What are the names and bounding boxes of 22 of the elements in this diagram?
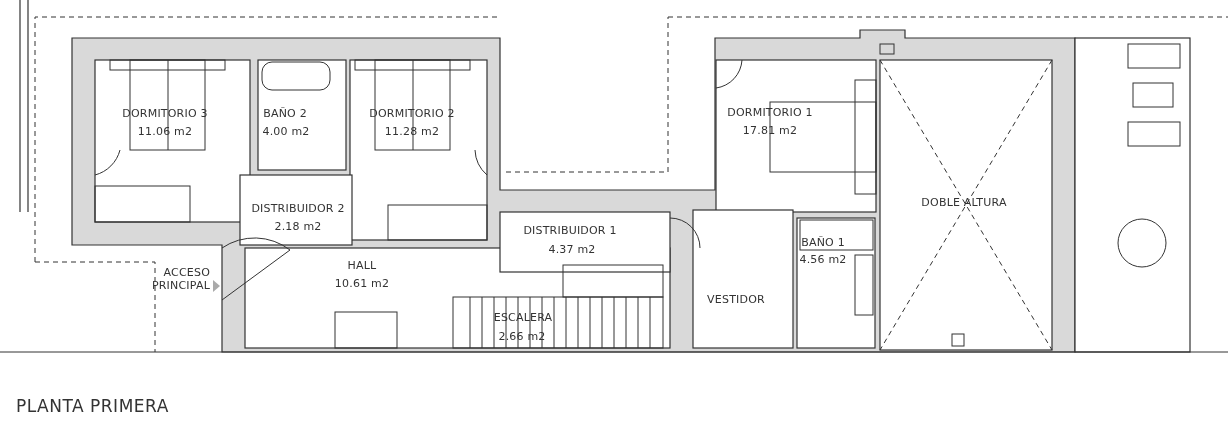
- room-label: 17.81 m2: [742, 123, 798, 137]
- room-label: HALL: [347, 258, 377, 272]
- room-label: 4.37 m2: [548, 242, 596, 256]
- room-label: BAÑO 1: [801, 235, 845, 249]
- room-label: DORMITORIO 1: [727, 105, 813, 119]
- room-label: DORMITORIO 3: [122, 106, 208, 120]
- room-label: DISTRIBUIDOR 2: [251, 201, 345, 215]
- room-label: DISTRIBUIDOR 1: [523, 223, 617, 237]
- plan-caption: PLANTA PRIMERA: [16, 396, 169, 416]
- room-label: 4.56 m2: [799, 252, 847, 266]
- room-label: ACCESO PRINCIPAL: [150, 266, 210, 292]
- room-label: ESCALERA: [493, 310, 553, 324]
- room-label: 11.06 m2: [137, 124, 193, 138]
- room-label: DORMITORIO 2: [369, 106, 455, 120]
- room-label: 10.61 m2: [334, 276, 390, 290]
- room-label: 2.66 m2: [498, 329, 546, 343]
- room-label: 2.18 m2: [274, 219, 322, 233]
- room-label: BAÑO 2: [263, 106, 307, 120]
- room-label: 4.00 m2: [262, 124, 310, 138]
- room-label: DOBLE ALTURA: [921, 195, 1007, 209]
- room-label: VESTIDOR: [707, 292, 765, 306]
- room-label: 11.28 m2: [384, 124, 440, 138]
